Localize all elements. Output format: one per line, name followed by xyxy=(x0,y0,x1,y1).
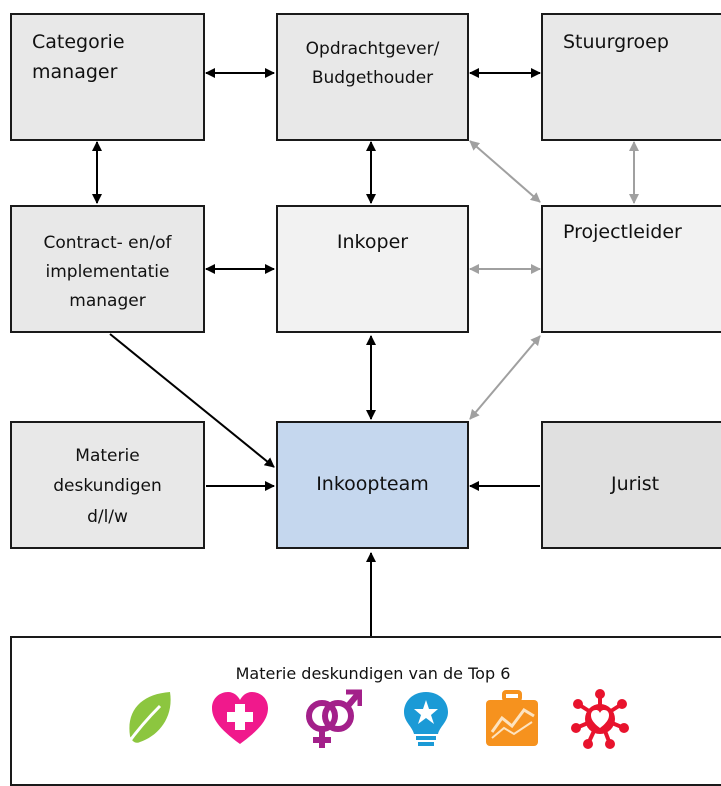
leaf-icon xyxy=(120,688,180,750)
inkoopteam-box: Inkoopteam xyxy=(276,421,469,549)
top6-title: Materie deskundigen van de Top 6 xyxy=(235,664,511,683)
opdrachtgever-box: Opdrachtgever/ Budgethouder xyxy=(276,13,469,141)
projectleider-label: Projectleider xyxy=(563,221,682,243)
contract-manager-box: Contract- en/of implementatie manager xyxy=(10,205,205,333)
gender-icon xyxy=(302,688,363,750)
materie-deskundigen-box: Materie deskundigen d/l/w xyxy=(10,421,205,549)
opdrachtgever-label: Opdrachtgever/ Budgethouder xyxy=(305,39,440,88)
materie-deskundigen-label: Materie deskundigen d/l/w xyxy=(53,446,162,527)
arrow-opdrachtgever-projectleider xyxy=(469,140,541,203)
jurist-label: Jurist xyxy=(611,473,660,495)
inkoper-label: Inkoper xyxy=(336,231,409,253)
chart-briefcase-icon xyxy=(482,688,542,750)
arrow-contract-to-inkoopteam xyxy=(109,333,275,468)
projectleider-box: Projectleider xyxy=(541,205,721,333)
heart-plus-icon xyxy=(210,688,270,750)
lightbulb-star-icon xyxy=(396,688,456,750)
top6-icons xyxy=(120,688,640,758)
jurist-box: Jurist xyxy=(541,421,721,549)
inkoopteam-label: Inkoopteam xyxy=(316,473,429,495)
network-heart-icon xyxy=(570,688,630,750)
inkoper-box: Inkoper xyxy=(276,205,469,333)
contract-manager-label: Contract- en/of implementatie manager xyxy=(43,233,172,312)
stuurgroep-box: Stuurgroep xyxy=(541,13,721,141)
categorie-manager-box: Categorie manager xyxy=(10,13,205,141)
categorie-manager-label: Categorie manager xyxy=(32,31,125,84)
stuurgroep-label: Stuurgroep xyxy=(563,31,669,53)
arrow-projectleider-inkoopteam xyxy=(469,335,541,420)
